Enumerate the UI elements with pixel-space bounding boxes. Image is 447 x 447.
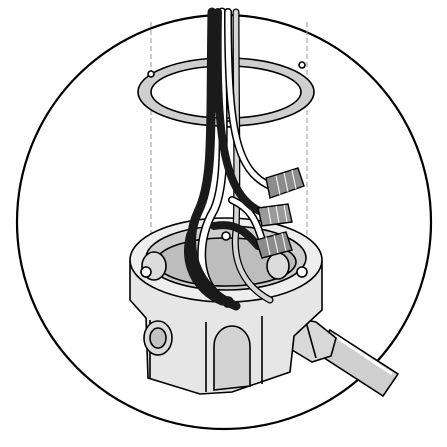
wire-nut-icon — [255, 167, 305, 259]
wire-nut-middle — [257, 203, 293, 227]
black-wires — [184, 7, 266, 311]
wire-nut-bottom — [255, 231, 293, 259]
wire-nut-top — [265, 167, 305, 199]
white-wires — [197, 7, 274, 301]
alignment-guides — [150, 22, 308, 262]
